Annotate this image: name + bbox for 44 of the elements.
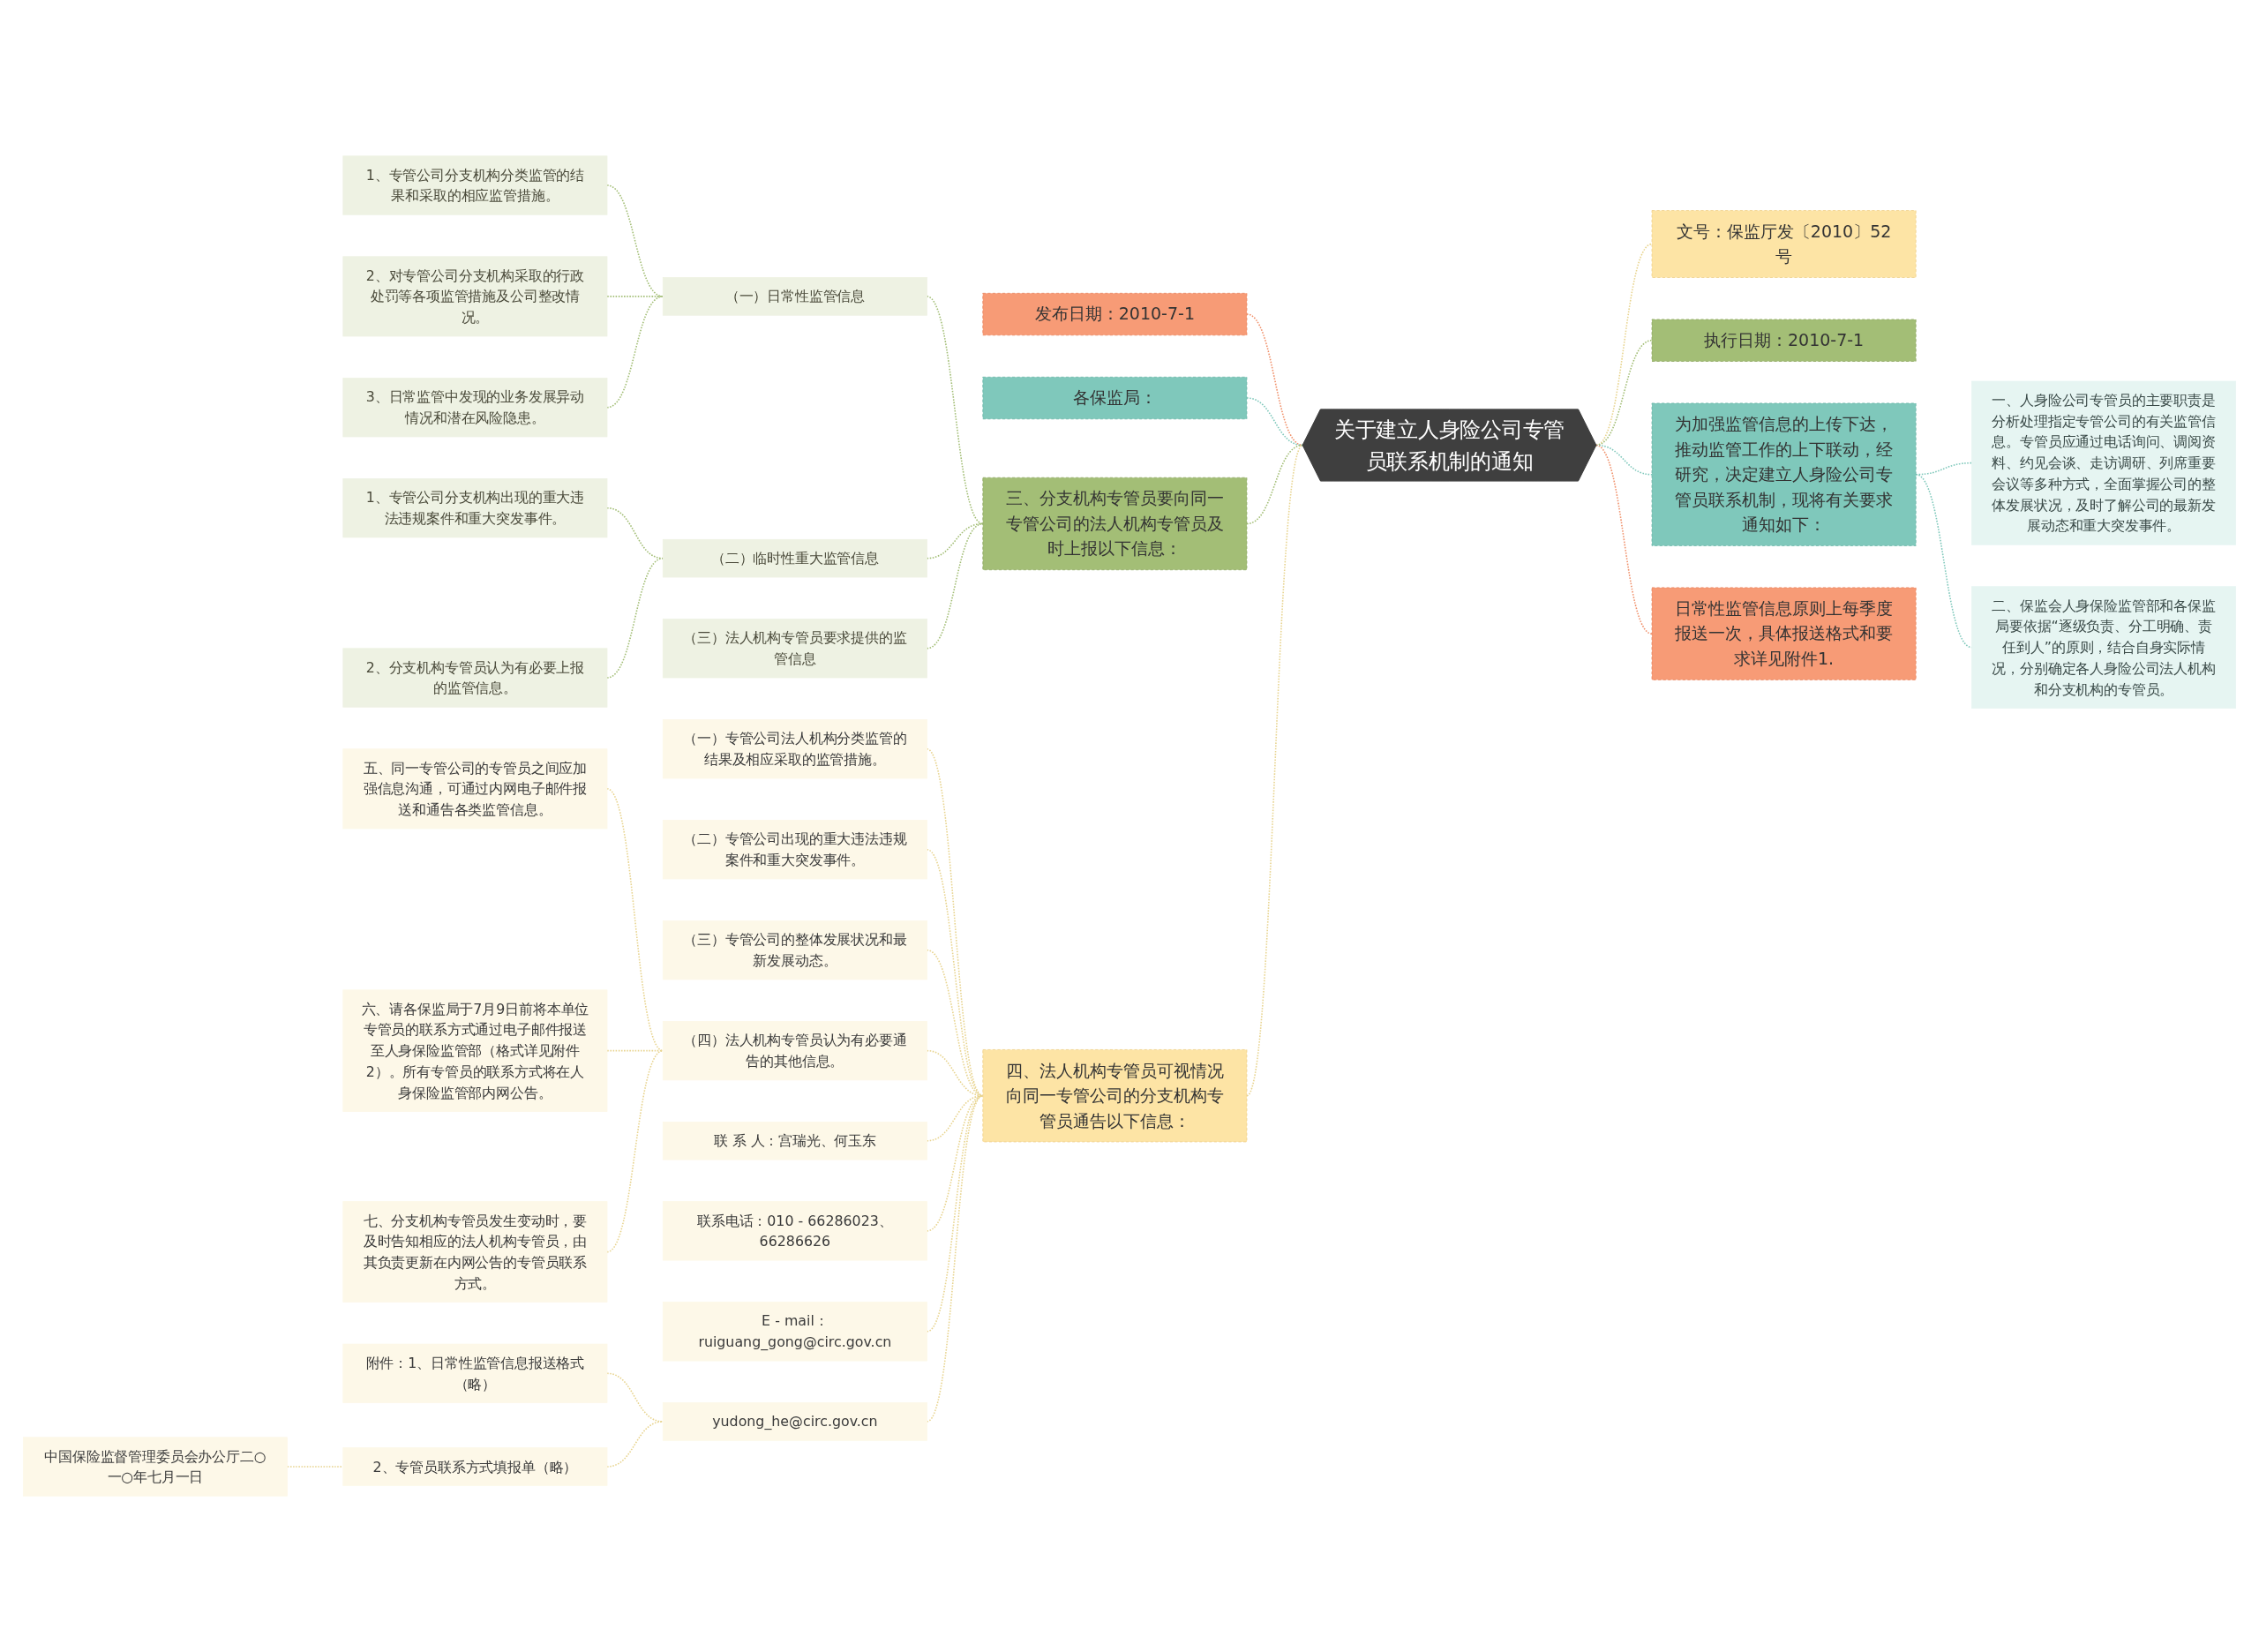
node-box — [662, 619, 927, 679]
node-box — [22, 1437, 288, 1497]
connector — [606, 296, 664, 409]
node-box — [662, 538, 927, 578]
node-box — [1971, 380, 2237, 545]
node-box — [1651, 587, 1917, 680]
connector — [1246, 444, 1304, 525]
node-box — [1651, 210, 1917, 278]
node-box — [342, 648, 608, 708]
node-box — [662, 820, 927, 880]
node-box — [662, 1201, 927, 1261]
node-box — [1651, 402, 1917, 546]
mind-map-drawing: 关于建立人身险公司专管员联系机制的通知 发布日期：2010-7-1 各保监局： 三、分支机构专管员要向同一专管公司的法人机构专管员及时上报以下信息： （一）日常性监管信息 1、专管公司分支机构分类监管的结果和采取的相应监管措施。 2、对专管公司分支机构采取的行政处罚等各项监管措施及公司整改情况。 3、日常监管中发现的业务发展异动情况和潜在风险隐患。 （二）临时性重大监管信息 1、专管公司分支机构出现的重大违法违规案件和重大突发事件。 2、分支机构专管员认为有必要上报的监管信息。 （三）法人机构专管员要求提供的监管信息 四、法人机构专管员可视情况向同一专管公司的分支机构专管员通告以下信息： （一）专管公司法人机构分类监管的结果及相应采取的监管措施。 （二）专管公司出现的重大违法违规案件和重大突发事件。 （三）专管公司的整体发展状况和最新发展动态。 （四）法人机构专管员认为有必要通告的其他信息。 五、同一专管公司的专管员之间应加强信息沟通，可通过内网电子邮件报送和通告各类监管信息。 六、请各保监局于7月9日前将本单位专管员的联系方式通过电子邮件报送至人身保险监管部（格式详见附件2）。所有专管员的联系方式将在人身保险监管部内网公告。 七、分支机构专管员发生变动时，要及时告知相应的法人机构专管员，由其负责更新在内网公告的专管员联系方式。 联 系 人：宫瑞光、何玉东 联系电话：010 - 66286023、66286626 E - mail：ruiguang_gong@circ.gov.cn yudong_he@circ.gov.cn 附件：1、日常性监管信息报送格式（略） 2、专管员联系方式填报单（略） 中国保险监督管理委员会办公厅二○一○年七月一日 文号：保监厅发〔2010〕52号 执行日期：2010-7-1 为加强监管信息的上传下达，推动监管工作的上下联动，经研究，决定建立人身险公司专管员联系机制，现将有关要求通知如下： 一、人身险公司专管员的主要职责是分析处理指定专管公司的有关监管信息。专管员应通过电话询问、调阅资料、约见会谈、走访调研、列席重要会议等多种方式，全面掌握公司的整体发展状况，及时了解公司的最新发展动态和重大突发事件。 二、保监会人身保险监管部和各保监局要依据“逐级负责、分工明确、责任到人”的原则，结合自身实际情况，分别确定各人身险公司法人机构和分支机构的专管员。 日常性监管信息原则上每季度报送一次，具体报送格式和要求详见附件1. — [18, 14, 2241, 1638]
node-box — [662, 1122, 927, 1160]
connector — [1595, 444, 1653, 635]
connector — [926, 1094, 984, 1423]
node-box — [982, 1049, 1248, 1143]
connector — [606, 1421, 664, 1468]
node-box — [342, 1447, 608, 1486]
node-box — [662, 277, 927, 316]
node-box — [342, 478, 608, 538]
node-box — [342, 1343, 608, 1403]
connector — [1246, 444, 1304, 1097]
node-box — [342, 155, 608, 215]
node-box — [662, 719, 927, 779]
node-box — [342, 1201, 608, 1303]
node-box — [662, 1021, 927, 1081]
node-box — [662, 920, 927, 980]
node-box — [1971, 586, 2237, 709]
connector — [926, 296, 984, 525]
connector — [926, 522, 984, 650]
connector — [606, 1049, 664, 1253]
node-box — [1651, 319, 1917, 362]
connector — [286, 1466, 344, 1468]
node-box — [662, 1302, 927, 1362]
node-box — [342, 748, 608, 830]
node-box — [982, 477, 1248, 571]
node-box — [662, 1402, 927, 1441]
node-box — [982, 292, 1248, 336]
node-box — [982, 376, 1248, 420]
connector — [606, 788, 664, 1052]
node-box — [342, 989, 608, 1112]
node-box — [342, 256, 608, 337]
node-box — [342, 378, 608, 438]
